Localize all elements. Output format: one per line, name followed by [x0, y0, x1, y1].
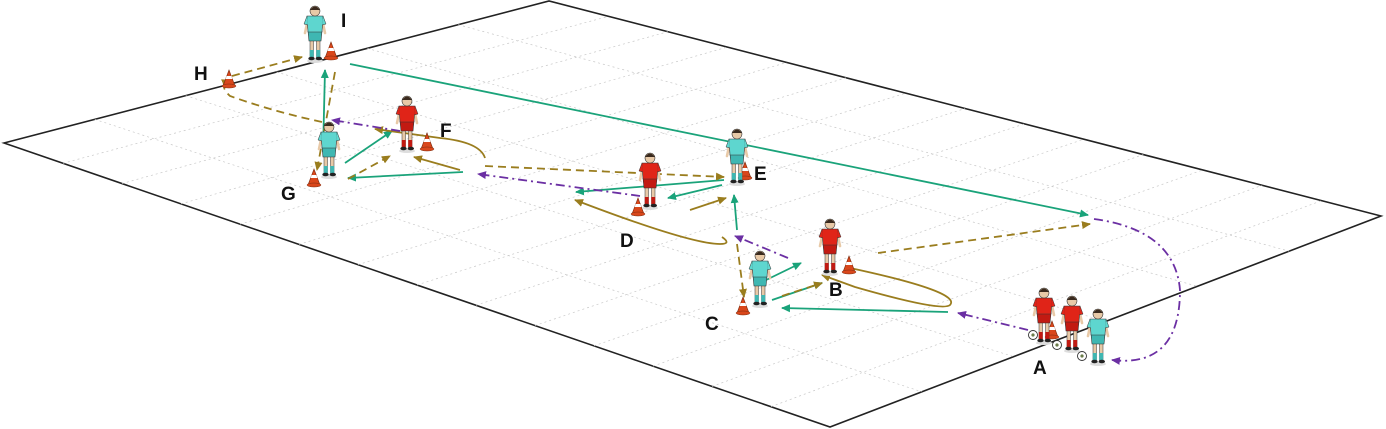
- grid-line: [298, 77, 847, 245]
- label-i: I: [341, 11, 346, 32]
- label-e: E: [754, 164, 767, 185]
- pass-line: [667, 184, 723, 201]
- balls: [1028, 330, 1087, 361]
- training-cone-icon: [419, 132, 435, 152]
- label-d: D: [620, 231, 634, 252]
- run-line: [374, 126, 486, 159]
- training-cone-icon: [306, 168, 322, 188]
- run-line: [736, 243, 747, 298]
- run-line: [347, 155, 391, 180]
- player-e: [725, 128, 749, 186]
- run-line: [314, 71, 336, 171]
- grid-line: [416, 108, 966, 286]
- run-line: [781, 281, 823, 297]
- label-g: G: [281, 184, 296, 205]
- pitch-grid: [62, 16, 1322, 408]
- pass-line: [344, 130, 393, 164]
- run-line: [574, 199, 728, 245]
- player-f: [395, 95, 419, 153]
- run-line: [221, 79, 323, 123]
- label-f: F: [440, 121, 452, 142]
- run-line: [689, 196, 727, 211]
- grid-line: [367, 47, 1198, 287]
- dribble-line: [1093, 218, 1181, 365]
- run-line: [877, 221, 1091, 254]
- pass-line: [781, 304, 949, 313]
- pass-line: [347, 171, 464, 182]
- grid-line: [94, 119, 922, 393]
- label-h: H: [194, 64, 208, 85]
- dribble-line: [331, 117, 401, 132]
- grid-line: [534, 138, 1084, 326]
- grid-line: [458, 24, 1290, 252]
- label-b: B: [829, 280, 843, 301]
- training-cone-icon: [630, 197, 646, 217]
- run-line: [821, 267, 953, 308]
- player-c: [748, 250, 772, 308]
- grid-line: [276, 71, 1106, 322]
- player-g: [317, 121, 341, 179]
- player-a3: [1086, 308, 1110, 366]
- football-icon: [1052, 340, 1062, 350]
- player-d: [638, 152, 662, 210]
- training-cone-icon: [735, 296, 751, 316]
- run-line: [413, 155, 461, 171]
- label-c: C: [705, 314, 719, 335]
- pass-line: [349, 63, 1089, 218]
- position-labels: A B C D E F G H I: [194, 11, 1047, 379]
- drill-lines: [221, 55, 1181, 365]
- players: [303, 5, 1110, 366]
- football-icon: [1028, 330, 1038, 340]
- training-cone-icon: [841, 255, 857, 275]
- run-line: [231, 55, 303, 77]
- player-a2: [1060, 295, 1084, 353]
- dribble-line: [477, 171, 641, 197]
- dribble-line: [957, 311, 1029, 331]
- pass-line: [730, 194, 739, 231]
- player-i: [303, 5, 327, 63]
- grid-line: [475, 123, 1025, 306]
- training-cone-icon: [323, 41, 339, 61]
- player-a1: [1032, 287, 1056, 345]
- training-cone-icon: [221, 69, 237, 89]
- player-b: [818, 218, 842, 276]
- label-a: A: [1033, 358, 1047, 379]
- run-line: [484, 165, 725, 181]
- football-icon: [1077, 351, 1087, 361]
